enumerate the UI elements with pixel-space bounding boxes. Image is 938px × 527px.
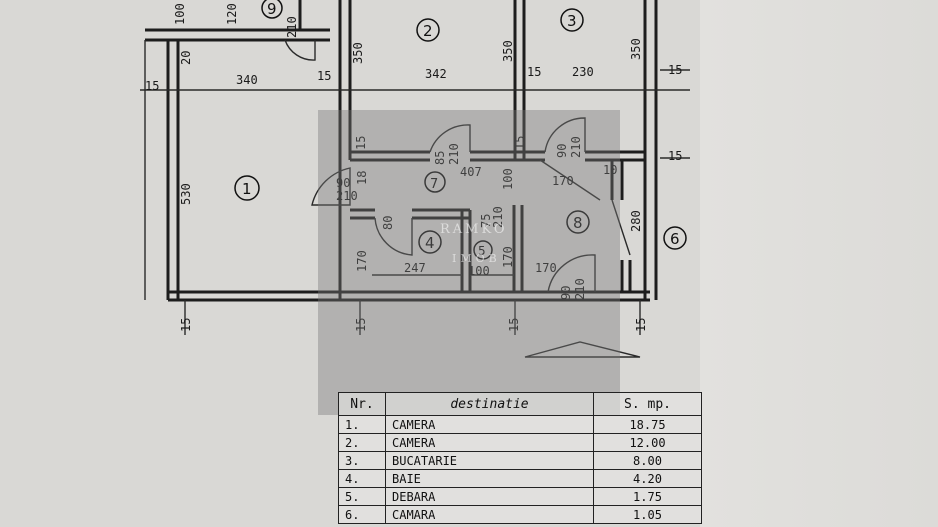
table-row: 2. CAMERA 12.00 bbox=[338, 433, 702, 452]
legend-header-nr: Nr. bbox=[338, 392, 386, 416]
room-label-2: 2 bbox=[423, 22, 433, 40]
dim-90-c: 90 bbox=[559, 286, 573, 300]
legend-nr: 2. bbox=[338, 433, 386, 452]
legend-sup: 4.20 bbox=[593, 469, 702, 488]
watermark-line2: IMOB bbox=[452, 252, 501, 265]
dim-340: 340 bbox=[236, 73, 258, 87]
dim-90-b: 90 bbox=[555, 144, 569, 158]
room-label-4: 4 bbox=[425, 234, 435, 252]
dim-210-e: 210 bbox=[573, 278, 587, 300]
dim-407: 407 bbox=[460, 165, 482, 179]
dim-100-c: 100 bbox=[173, 3, 187, 25]
dim-170-b: 170 bbox=[552, 174, 574, 188]
dim-120: 120 bbox=[225, 3, 239, 25]
room-label-9: 9 bbox=[267, 0, 277, 18]
legend-nr: 6. bbox=[338, 505, 386, 524]
watermark-box bbox=[318, 110, 620, 415]
dim-15-right2: 15 bbox=[668, 149, 682, 163]
dim-210-c: 210 bbox=[569, 136, 583, 158]
dim-210-d: 210 bbox=[491, 206, 505, 228]
room-label-6: 6 bbox=[670, 230, 680, 248]
legend-header-row: Nr. destinatie S. mp. bbox=[338, 392, 702, 416]
dim-350-b: 350 bbox=[501, 40, 515, 62]
paper-margin bbox=[700, 0, 938, 527]
dim-75: 75 bbox=[479, 214, 493, 228]
legend-sup: 1.05 bbox=[593, 505, 702, 524]
legend-dest: CAMERA bbox=[385, 415, 594, 434]
dim-85: 85 bbox=[433, 151, 447, 165]
legend-nr: 3. bbox=[338, 451, 386, 470]
dim-15-bot-c: 15 bbox=[507, 318, 521, 332]
table-row: 1. CAMERA 18.75 bbox=[338, 415, 702, 434]
dim-15-bot-b: 15 bbox=[354, 318, 368, 332]
room-label-1: 1 bbox=[242, 180, 252, 198]
dimension-labels: 340 342 230 15 15 15 15 15 350 350 350 5… bbox=[145, 3, 682, 332]
dim-18: 18 bbox=[355, 171, 369, 185]
dim-530: 530 bbox=[179, 183, 193, 205]
legend-dest: CAMARA bbox=[385, 505, 594, 524]
dim-100: 100 bbox=[468, 264, 490, 278]
dim-210-b: 210 bbox=[447, 143, 461, 165]
dim-15-mid-b: 15 bbox=[513, 136, 527, 150]
legend-header-sup: S. mp. bbox=[593, 392, 702, 416]
legend-sup: 18.75 bbox=[593, 415, 702, 434]
watermark-line1: RAMKO bbox=[440, 222, 508, 237]
legend-sup: 1.75 bbox=[593, 487, 702, 506]
table-row: 5. DEBARA 1.75 bbox=[338, 487, 702, 506]
legend-header-dest: destinatie bbox=[385, 392, 594, 416]
dim-15-right: 15 bbox=[668, 63, 682, 77]
dim-350-c: 350 bbox=[629, 38, 643, 60]
walls bbox=[145, 0, 658, 302]
table-row: 6. CAMARA 1.05 bbox=[338, 505, 702, 524]
dim-90-a: 90 bbox=[336, 176, 350, 190]
room-label-5: 5 bbox=[478, 244, 486, 258]
legend-nr: 5. bbox=[338, 487, 386, 506]
dim-15-bot-d: 15 bbox=[634, 318, 648, 332]
dim-170-a: 170 bbox=[535, 261, 557, 275]
dim-15-b: 15 bbox=[527, 65, 541, 79]
dim-210-f: 210 bbox=[285, 16, 299, 38]
dim-230: 230 bbox=[572, 65, 594, 79]
dim-210-a: 210 bbox=[336, 189, 358, 203]
table-row: 3. BUCATARIE 8.00 bbox=[338, 451, 702, 470]
room-label-3: 3 bbox=[567, 12, 577, 30]
dim-80: 80 bbox=[381, 216, 395, 230]
room-label-8: 8 bbox=[573, 214, 583, 232]
door-swings bbox=[284, 39, 631, 293]
legend-sup: 8.00 bbox=[593, 451, 702, 470]
dim-170-c: 170 bbox=[355, 250, 369, 272]
orientation-arrow bbox=[524, 341, 641, 358]
dim-350-a: 350 bbox=[351, 42, 365, 64]
dim-100-b: 100 bbox=[501, 168, 515, 190]
dim-280: 280 bbox=[629, 210, 643, 232]
dim-15-left: 15 bbox=[145, 79, 159, 93]
legend-dest: CAMERA bbox=[385, 433, 594, 452]
dim-20: 20 bbox=[179, 51, 193, 65]
legend-nr: 1. bbox=[338, 415, 386, 434]
room-markers bbox=[234, 0, 687, 260]
table-row: 4. BAIE 4.20 bbox=[338, 469, 702, 488]
legend-dest: BAIE bbox=[385, 469, 594, 488]
dim-247: 247 bbox=[404, 261, 426, 275]
dimension-lines bbox=[140, 40, 690, 335]
room-label-7: 7 bbox=[430, 177, 438, 192]
dim-15-bot-a: 15 bbox=[179, 318, 193, 332]
dim-342: 342 bbox=[425, 67, 447, 81]
legend-nr: 4. bbox=[338, 469, 386, 488]
dim-15-mid-a: 15 bbox=[354, 136, 368, 150]
dim-15-a: 15 bbox=[317, 69, 331, 83]
legend-dest: BUCATARIE bbox=[385, 451, 594, 470]
dim-170-d: 170 bbox=[501, 246, 515, 268]
legend-sup: 12.00 bbox=[593, 433, 702, 452]
dim-10: 10 bbox=[603, 163, 617, 177]
legend-dest: DEBARA bbox=[385, 487, 594, 506]
surface-legend-table: Nr. destinatie S. mp. 1. CAMERA 18.75 2.… bbox=[338, 392, 702, 524]
